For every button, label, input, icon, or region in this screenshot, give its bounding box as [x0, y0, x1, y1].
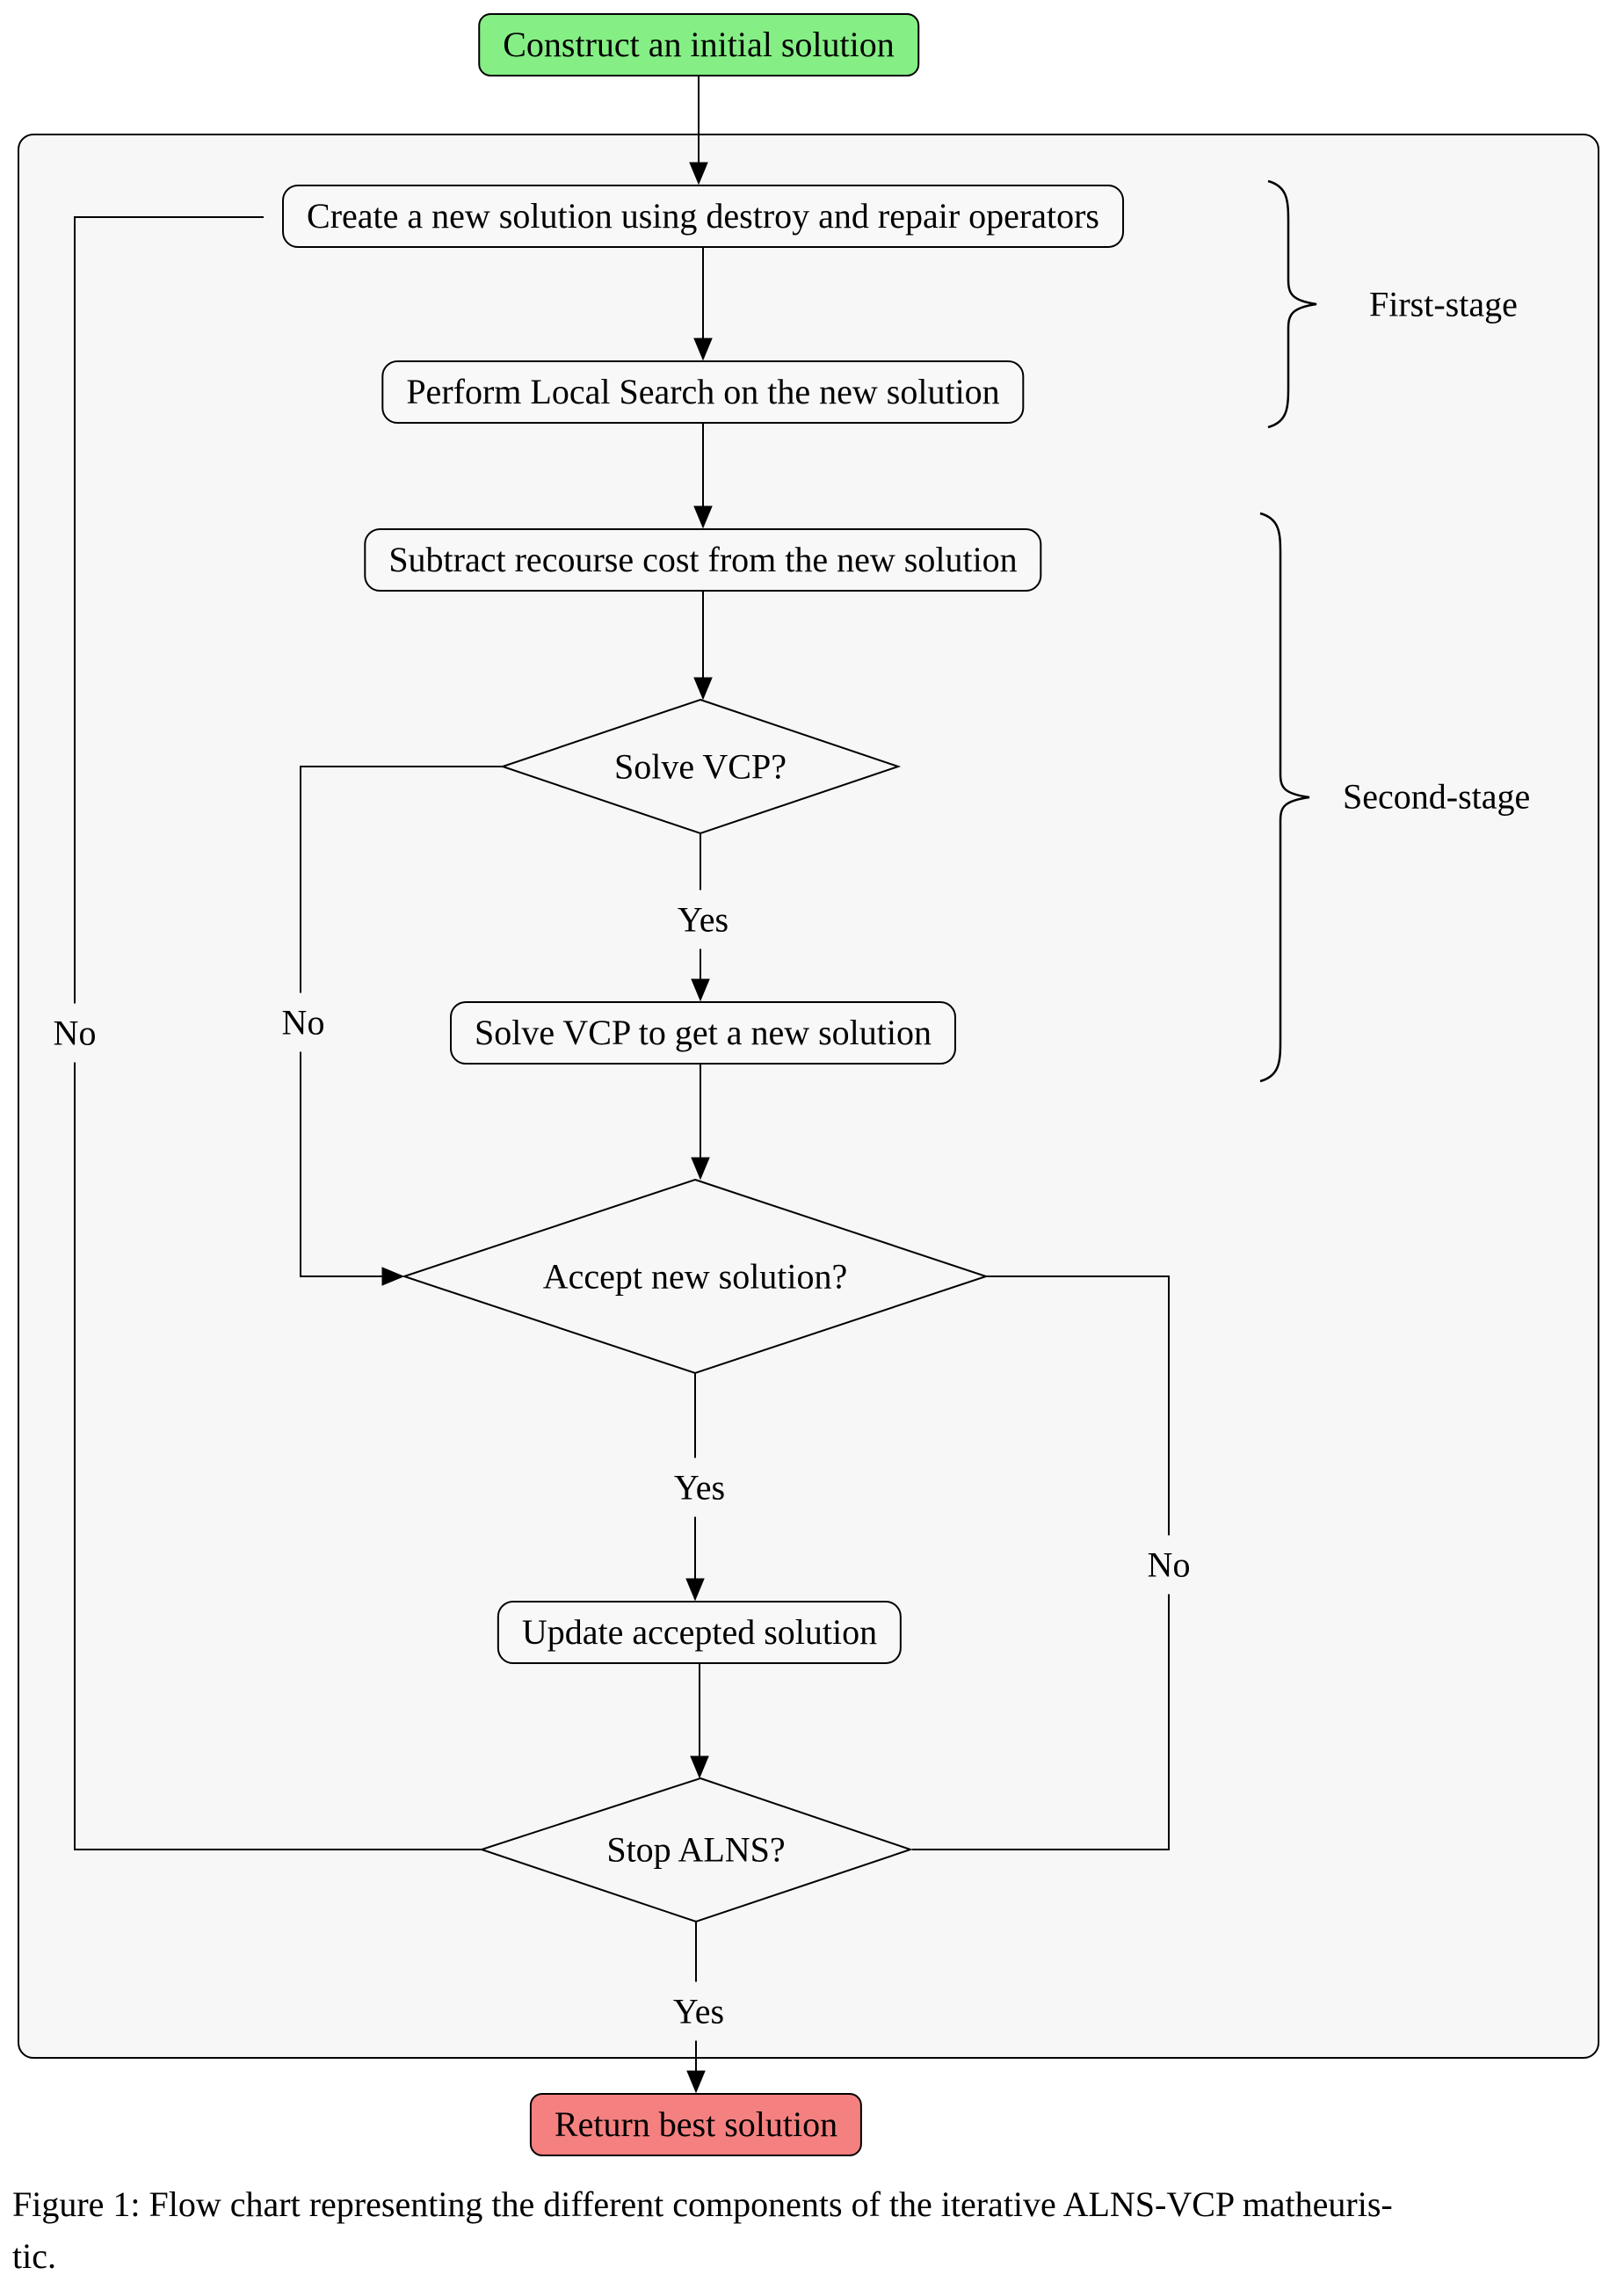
figure-caption-line2: tic. [12, 2236, 56, 2276]
edge-label-solve-vcp-no: No [276, 992, 330, 1052]
edge-label-stop-no: No [47, 1003, 102, 1063]
node-create: Create a new solution using destroy and … [282, 185, 1124, 248]
brace-first-stage [1267, 179, 1317, 429]
brace-second-stage [1259, 512, 1310, 1083]
node-update-accepted: Update accepted solution [497, 1601, 903, 1664]
stage-label-second: Second-stage [1343, 776, 1531, 817]
edge-label-accept-yes: Yes [668, 1457, 731, 1517]
flow-panel [18, 134, 1599, 2059]
figure-caption-line1: Figure 1: Flow chart representing the di… [12, 2184, 1393, 2224]
figure-caption: Figure 1: Flow chart representing the di… [12, 2178, 1393, 2282]
node-stop-question: Stop ALNS? [606, 1829, 786, 1870]
edge-accept-no [912, 1275, 1170, 1850]
edge-label-solve-vcp-yes: Yes [671, 890, 735, 949]
edge-label-accept-no: No [1142, 1535, 1196, 1595]
node-return-best: Return best solution [529, 2093, 863, 2156]
node-subtract-recourse: Subtract recourse cost from the new solu… [364, 528, 1042, 592]
node-local-search: Perform Local Search on the new solution [381, 360, 1025, 424]
node-start: Construct an initial solution [478, 13, 919, 76]
edge-label-stop-yes: Yes [667, 1981, 730, 2041]
node-solve-vcp-question: Solve VCP? [614, 746, 787, 787]
stage-label-first: First-stage [1369, 284, 1518, 324]
node-solve-vcp-action: Solve VCP to get a new solution [450, 1001, 956, 1065]
node-accept-question: Accept new solution? [542, 1256, 848, 1297]
